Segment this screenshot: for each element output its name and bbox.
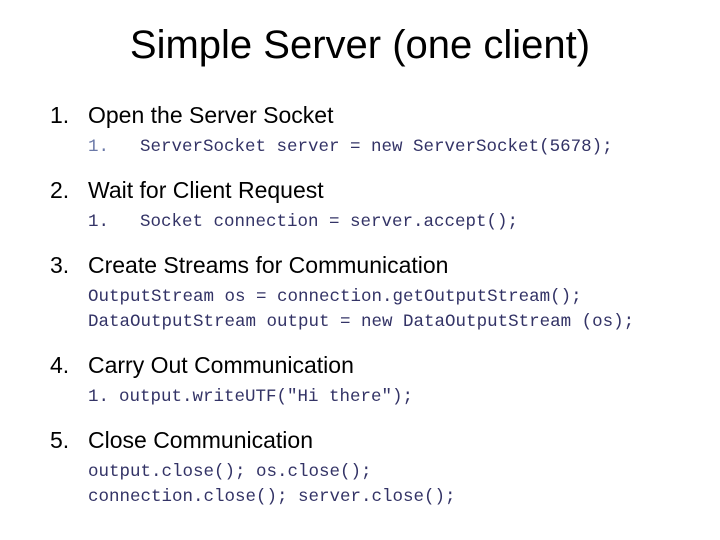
item-number: 3.	[50, 252, 70, 278]
item-heading: Create Streams for Communication	[88, 252, 449, 278]
slide-title: Simple Server (one client)	[129, 23, 591, 67]
item-heading: Close Communication	[88, 427, 313, 453]
item-heading: Open the Server Socket	[88, 102, 334, 128]
code-line-number: 1.	[88, 387, 110, 407]
list-item: 2. Wait for Client Request 1. Socket conn…	[50, 177, 720, 235]
list-item: 4. Carry Out Communication 1. output.writ…	[50, 352, 720, 410]
code-text: Socket connection = server.accept();	[140, 212, 519, 232]
code-text: OutputStream os = connection.getOutputSt…	[88, 287, 582, 307]
code-text: output.close(); os.close();	[88, 462, 372, 482]
list-item: 3. Create Streams for Communication Outp…	[50, 252, 720, 335]
item-number: 2.	[50, 177, 70, 203]
item-heading-row: 5. Close Communication	[50, 427, 720, 454]
code-line: output.close(); os.close();	[88, 460, 720, 485]
item-heading-row: 1. Open the Server Socket	[50, 102, 720, 129]
code-block: OutputStream os = connection.getOutputSt…	[88, 285, 720, 335]
code-line: DataOutputStream output = new DataOutput…	[88, 310, 720, 335]
code-block: 1. Socket connection = server.accept();	[88, 210, 720, 235]
item-heading: Carry Out Communication	[88, 352, 354, 378]
list-item: 1. Open the Server Socket 1. ServerSocket…	[50, 102, 720, 160]
code-line: 1. ServerSocket server = new ServerSocket…	[88, 135, 720, 160]
code-line: 1. output.writeUTF("Hi there");	[88, 385, 720, 410]
item-heading-row: 3. Create Streams for Communication	[50, 252, 720, 279]
list-item: 5. Close Communication output.close(); o…	[50, 427, 720, 510]
item-number: 4.	[50, 352, 70, 378]
code-text: output.writeUTF("Hi there");	[119, 387, 414, 407]
code-text: DataOutputStream output = new DataOutput…	[88, 312, 635, 332]
code-block: output.close(); os.close(); connection.cl…	[88, 460, 720, 510]
code-text: connection.close(); server.close();	[88, 487, 456, 507]
code-line: 1. Socket connection = server.accept();	[88, 210, 720, 235]
item-number: 5.	[50, 427, 70, 453]
code-line: OutputStream os = connection.getOutputSt…	[88, 285, 720, 310]
code-line: connection.close(); server.close();	[88, 485, 720, 510]
item-number: 1.	[50, 102, 70, 128]
sections-container: 1. Open the Server Socket 1. ServerSocket…	[50, 102, 720, 510]
item-heading-row: 4. Carry Out Communication	[50, 352, 720, 379]
item-heading-row: 2. Wait for Client Request	[50, 177, 720, 204]
item-heading: Wait for Client Request	[88, 177, 324, 203]
code-text: ServerSocket server = new ServerSocket(5…	[140, 137, 613, 157]
code-block: 1. output.writeUTF("Hi there");	[88, 385, 720, 410]
code-line-number: 1.	[88, 137, 110, 157]
code-block: 1. ServerSocket server = new ServerSocket…	[88, 135, 720, 160]
code-line-number: 1.	[88, 212, 110, 232]
